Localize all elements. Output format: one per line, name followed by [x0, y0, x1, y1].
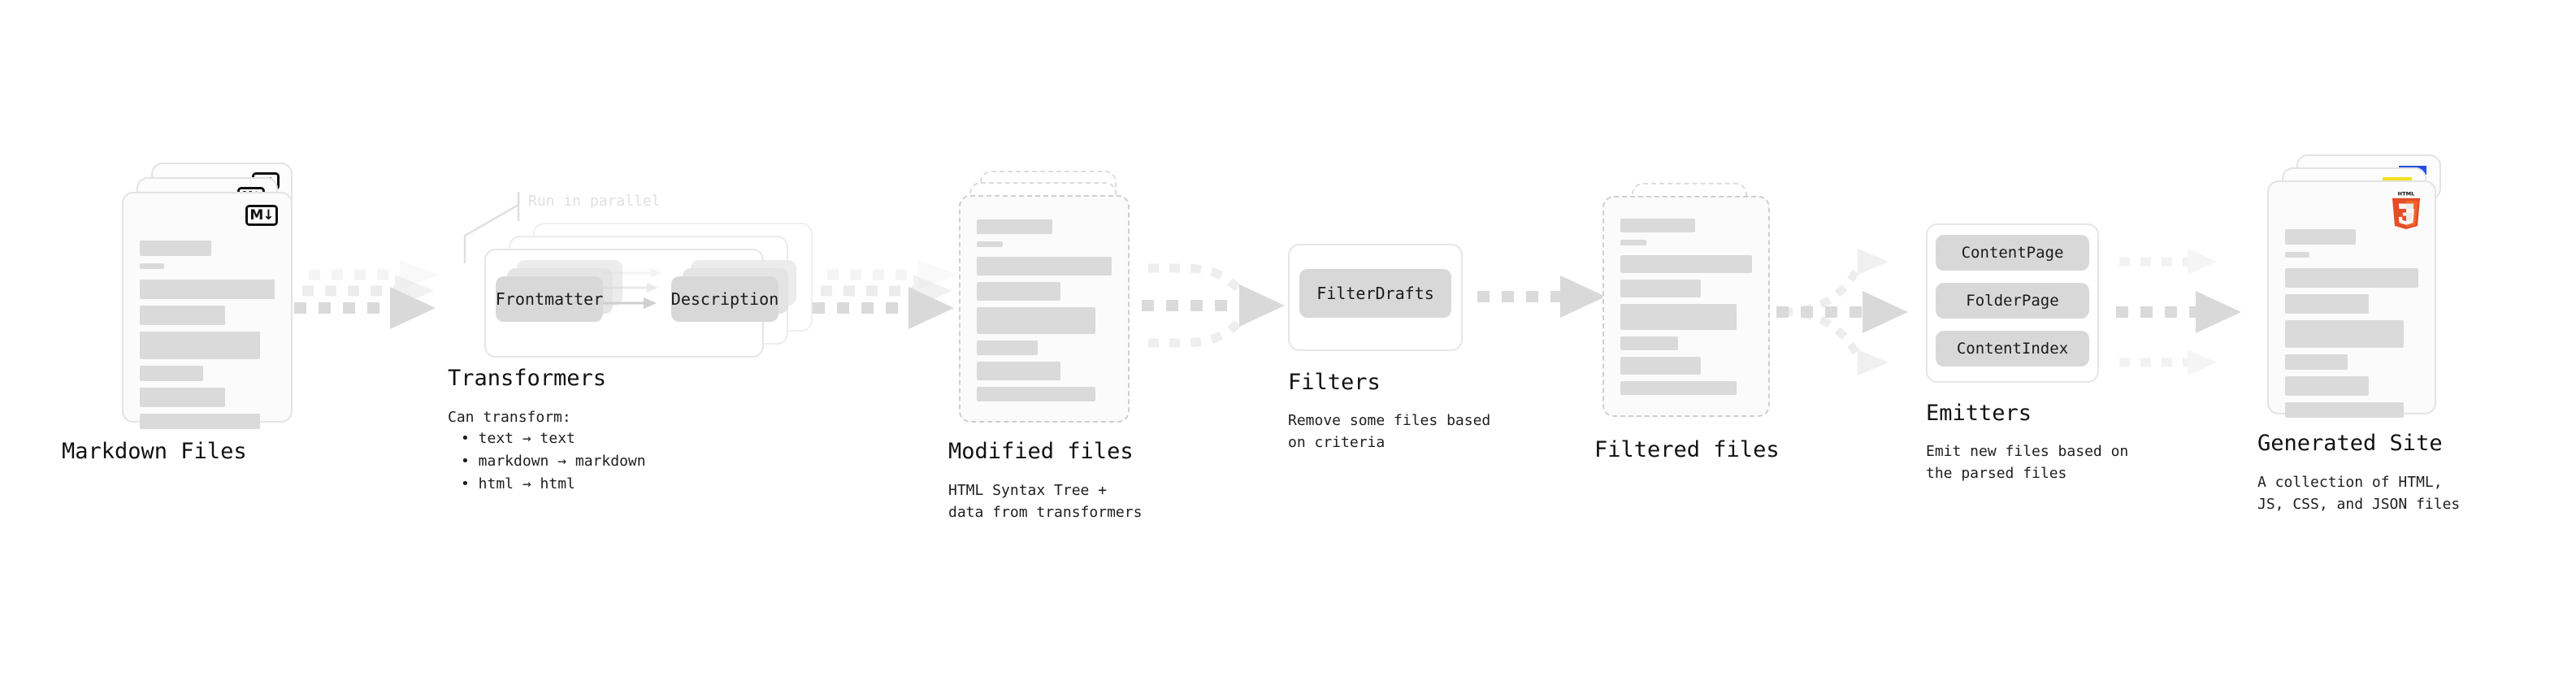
html5-logo-icon: HTML	[2392, 191, 2421, 229]
skeleton-bar	[1620, 357, 1701, 375]
skeleton-bar	[140, 388, 225, 407]
skeleton-bar	[2285, 376, 2370, 396]
pill-label: ContentIndex	[1956, 340, 2069, 358]
pill-description[interactable]: Description	[671, 276, 778, 322]
skeleton-bar	[140, 414, 260, 429]
transformer-inner-arrows	[593, 268, 661, 309]
stage-title: Emitters	[1926, 401, 2032, 426]
stage-subtitle: Emit new files based on the parsed files	[1926, 443, 2129, 482]
run-in-parallel-bracket	[463, 192, 520, 263]
skeleton-bar	[1620, 280, 1701, 297]
markdown-card-front: M↓	[122, 192, 293, 429]
pill-folderpage[interactable]: FolderPage	[1936, 283, 2089, 319]
stage-generated-site: CSS HTML	[2257, 154, 2460, 513]
skeleton-bar	[977, 340, 1038, 355]
connector-filters-to-filtered	[1477, 275, 1606, 318]
markdown-card-skeleton	[140, 241, 275, 436]
skeleton-bar	[140, 332, 260, 359]
skeleton-bar	[140, 280, 275, 299]
stage-filtered-files: Filtered files	[1594, 183, 1780, 462]
skeleton-bar	[1620, 240, 1647, 245]
stage-subtitle: Remove some files based on criteria	[1288, 412, 1491, 451]
stage-title: Markdown Files	[62, 439, 247, 464]
skeleton-bar	[1620, 304, 1737, 330]
skeleton-bar	[140, 241, 211, 256]
skeleton-bar	[140, 366, 204, 381]
modified-card-front	[959, 195, 1130, 423]
skeleton-bar	[977, 219, 1052, 234]
pill-contentpage[interactable]: ContentPage	[1936, 235, 2089, 271]
pill-label: FolderPage	[1966, 292, 2059, 310]
pill-frontmatter[interactable]: Frontmatter	[496, 276, 603, 322]
skeleton-bar	[140, 263, 164, 269]
pill-label: ContentPage	[1961, 244, 2064, 262]
svg-text:HTML: HTML	[2398, 191, 2415, 197]
connector-emitters-to-site	[2116, 249, 2241, 375]
generated-file-stack: CSS HTML	[2267, 154, 2442, 423]
connector-modified-to-filters	[1142, 263, 1285, 348]
connector-filtered-to-emitters	[1776, 249, 1908, 375]
transform-bullet: • html → html	[461, 475, 575, 492]
generated-card-skeleton	[2285, 229, 2418, 425]
stage-subtitle: Can transform:	[448, 409, 571, 426]
transform-bullet: • markdown → markdown	[461, 453, 646, 470]
filtered-card-front	[1602, 196, 1770, 417]
connector-md-to-transformers	[294, 260, 439, 329]
connector-transformers-to-modified	[813, 260, 957, 329]
generated-card-front-html: HTML	[2267, 180, 2436, 418]
modified-card-skeleton	[977, 219, 1112, 409]
pill-contentindex[interactable]: ContentIndex	[1936, 331, 2089, 367]
transform-bullet: • text → text	[461, 430, 575, 447]
markdown-logo-icon: M↓	[245, 205, 278, 226]
stage-title: Transformers	[448, 366, 607, 391]
stage-title: Filters	[1288, 370, 1381, 395]
stage-modified-files: Modified files HTML Syntax Tree + data f…	[948, 171, 1142, 521]
pill-label: Frontmatter	[495, 289, 604, 309]
skeleton-bar	[977, 282, 1060, 301]
stage-subtitle: HTML Syntax Tree + data from transformer…	[948, 482, 1143, 521]
skeleton-bar	[977, 257, 1112, 275]
skeleton-bar	[1620, 336, 1679, 350]
skeleton-bar	[977, 362, 1060, 380]
skeleton-bar	[1620, 381, 1737, 395]
skeleton-bar	[2285, 268, 2418, 288]
filtered-file-stack	[1602, 183, 1773, 443]
pill-label: FilterDrafts	[1316, 284, 1434, 303]
markdown-file-stack: M↓ M↓ M↓	[122, 163, 293, 429]
skeleton-bar	[2285, 294, 2370, 314]
modified-file-stack	[959, 171, 1130, 431]
skeleton-bar	[140, 306, 225, 325]
skeleton-bar	[2285, 252, 2309, 258]
stage-subtitle: A collection of HTML, JS, CSS, and JSON …	[2257, 474, 2461, 513]
pill-filterdrafts[interactable]: FilterDrafts	[1299, 269, 1451, 318]
stage-title: Filtered files	[1594, 437, 1780, 462]
skeleton-bar	[2285, 229, 2356, 245]
skeleton-bar	[2285, 402, 2404, 418]
skeleton-bar	[977, 387, 1096, 401]
stage-markdown-files: M↓ M↓ M↓ Markdown Files	[62, 163, 293, 464]
skeleton-bar	[977, 241, 1003, 247]
skeleton-bar	[1620, 255, 1752, 273]
skeleton-bar	[1620, 219, 1696, 232]
filtered-card-skeleton	[1620, 219, 1752, 402]
run-in-parallel-label: Run in parallel	[528, 193, 661, 210]
skeleton-bar	[977, 307, 1096, 334]
stage-title: Modified files	[948, 439, 1134, 464]
stage-title: Generated Site	[2257, 431, 2443, 456]
skeleton-bar	[2285, 354, 2348, 370]
pill-label: Description	[670, 289, 779, 309]
skeleton-bar	[2285, 320, 2404, 348]
